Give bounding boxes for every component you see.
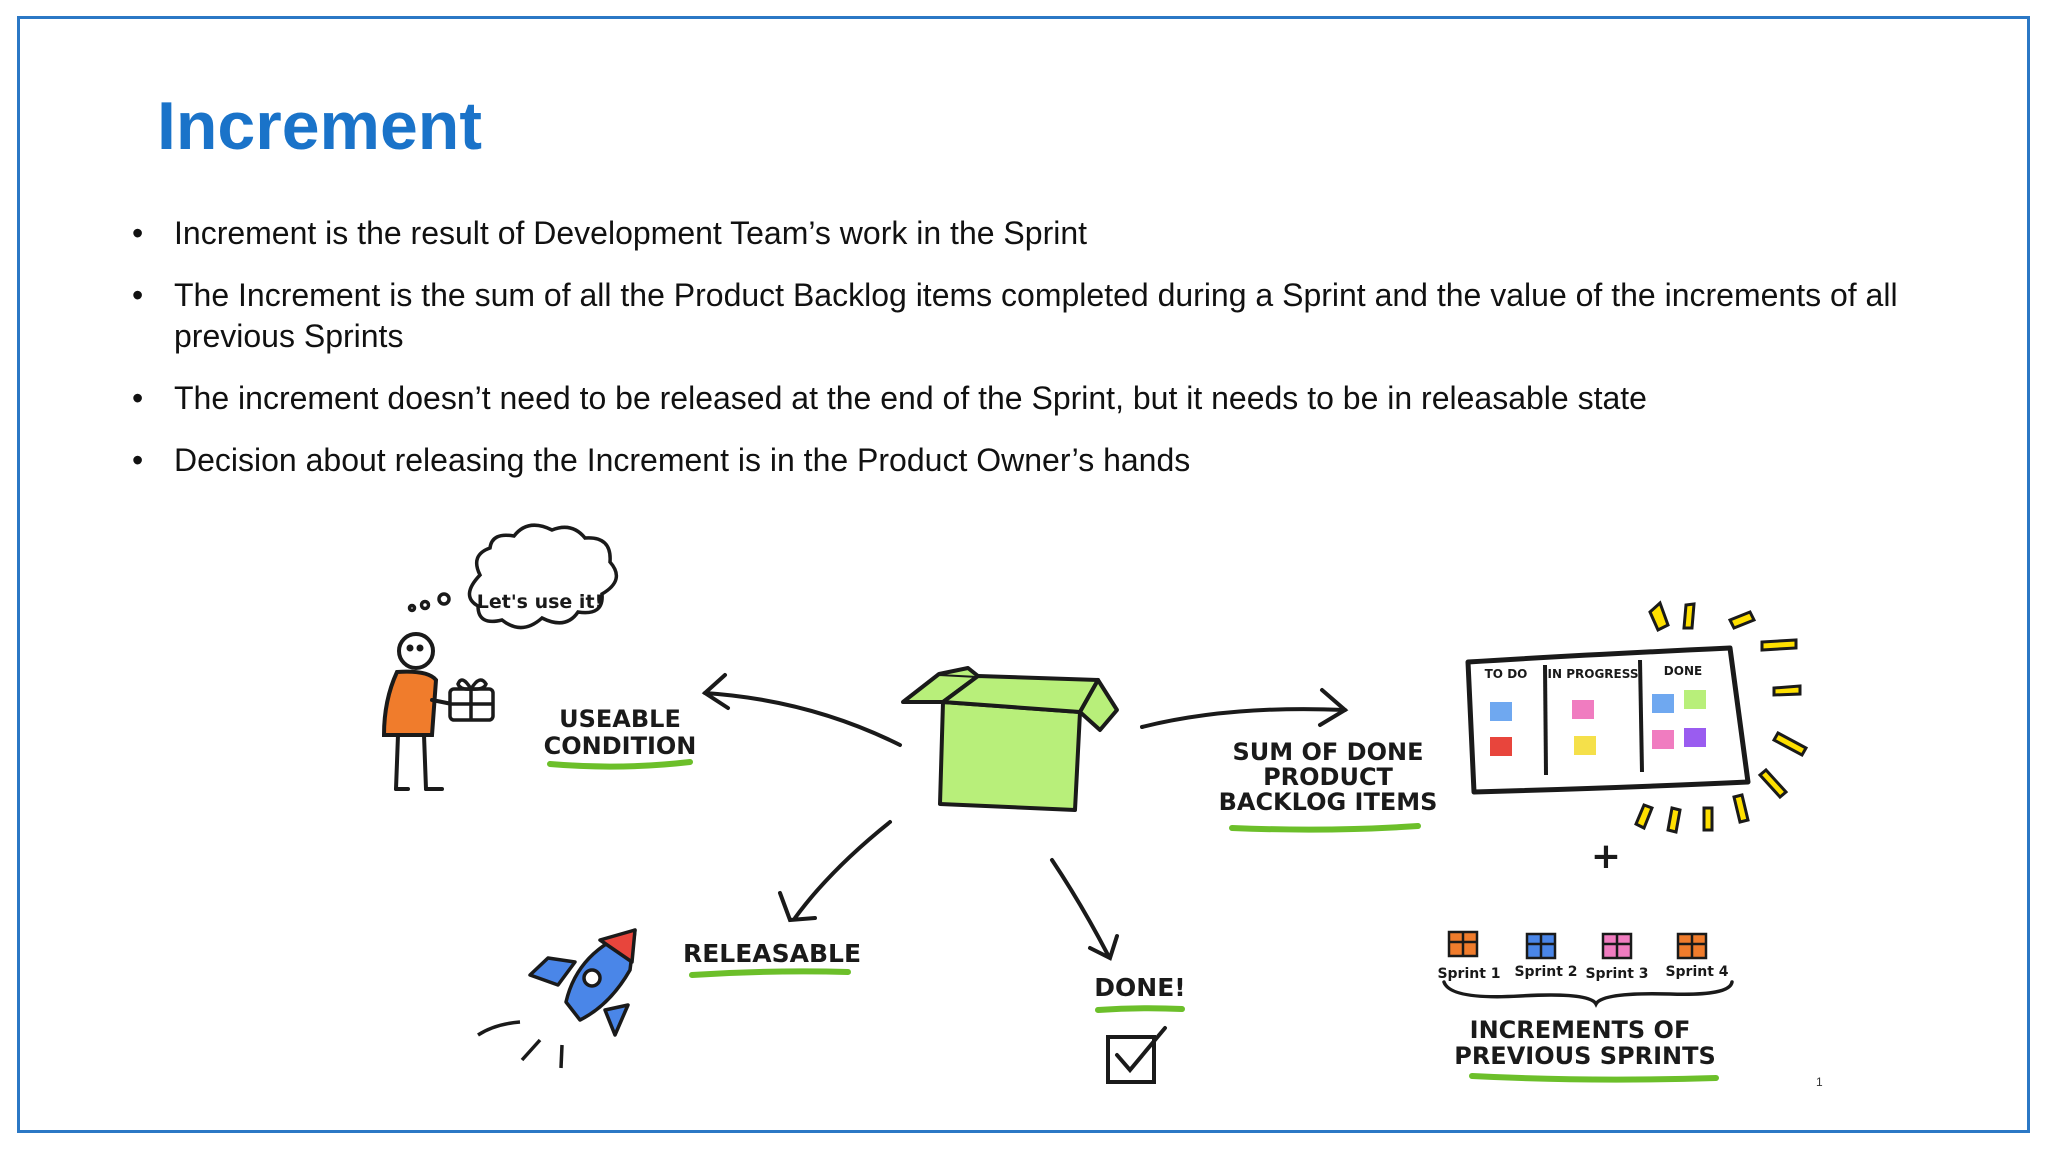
rocket-icon: [477, 928, 637, 1069]
increments-underline: [1469, 1073, 1719, 1083]
done-label: DONE!: [1094, 973, 1185, 1002]
board-column-done: DONE: [1664, 664, 1702, 678]
sprint-brace: [1442, 980, 1734, 1008]
sprint-label: Sprint 2: [1514, 964, 1577, 980]
plus-sign: +: [1591, 836, 1621, 877]
thought-bubble: [407, 523, 619, 630]
done-underline: [1095, 1005, 1185, 1013]
thought-bubble-text: Let's use it!: [477, 591, 603, 613]
previous-sprints-label: PREVIOUS SPRINTS: [1454, 1042, 1716, 1070]
sparkle-icon: [1634, 600, 1809, 834]
slide-title: Increment: [157, 88, 482, 164]
kanban-board-icon: [1465, 645, 1751, 795]
sprint-label: Sprint 1: [1437, 966, 1500, 982]
sprint-label: Sprint 4: [1665, 964, 1728, 980]
board-column-todo: TO DO: [1485, 667, 1528, 681]
sum-underline: [1229, 823, 1421, 833]
sum-of-done-label: SUM OF DONE: [1233, 738, 1424, 766]
increment-box-icon: [901, 666, 1119, 812]
person-icon: [381, 632, 454, 791]
releasable-underline: [689, 968, 851, 978]
bullet-item: Increment is the result of Development T…: [132, 213, 1992, 254]
bullet-item: Decision about releasing the Increment i…: [132, 440, 1992, 481]
page-number: 1: [1816, 1075, 1823, 1089]
sprint-gift-icons: [1447, 930, 1708, 960]
sprint-label: Sprint 3: [1585, 966, 1648, 982]
useable-label: USEABLE: [559, 705, 681, 733]
bullet-item: The increment doesn’t need to be release…: [132, 378, 1992, 419]
product-label: PRODUCT: [1263, 763, 1393, 791]
checkbox-icon: [1106, 1026, 1167, 1084]
condition-label: CONDITION: [544, 732, 697, 760]
bullet-item: The Increment is the sum of all the Prod…: [132, 275, 1992, 357]
increments-of-label: INCREMENTS OF: [1470, 1016, 1691, 1044]
bullet-list: Increment is the result of Development T…: [132, 213, 1992, 502]
backlog-items-label: BACKLOG ITEMS: [1219, 788, 1438, 816]
releasable-label: RELEASABLE: [683, 939, 861, 968]
useable-underline: [547, 759, 693, 770]
arrows: [701, 673, 1349, 961]
gift-icon: [448, 678, 495, 722]
board-column-in-progress: IN PROGRESS: [1548, 667, 1639, 681]
